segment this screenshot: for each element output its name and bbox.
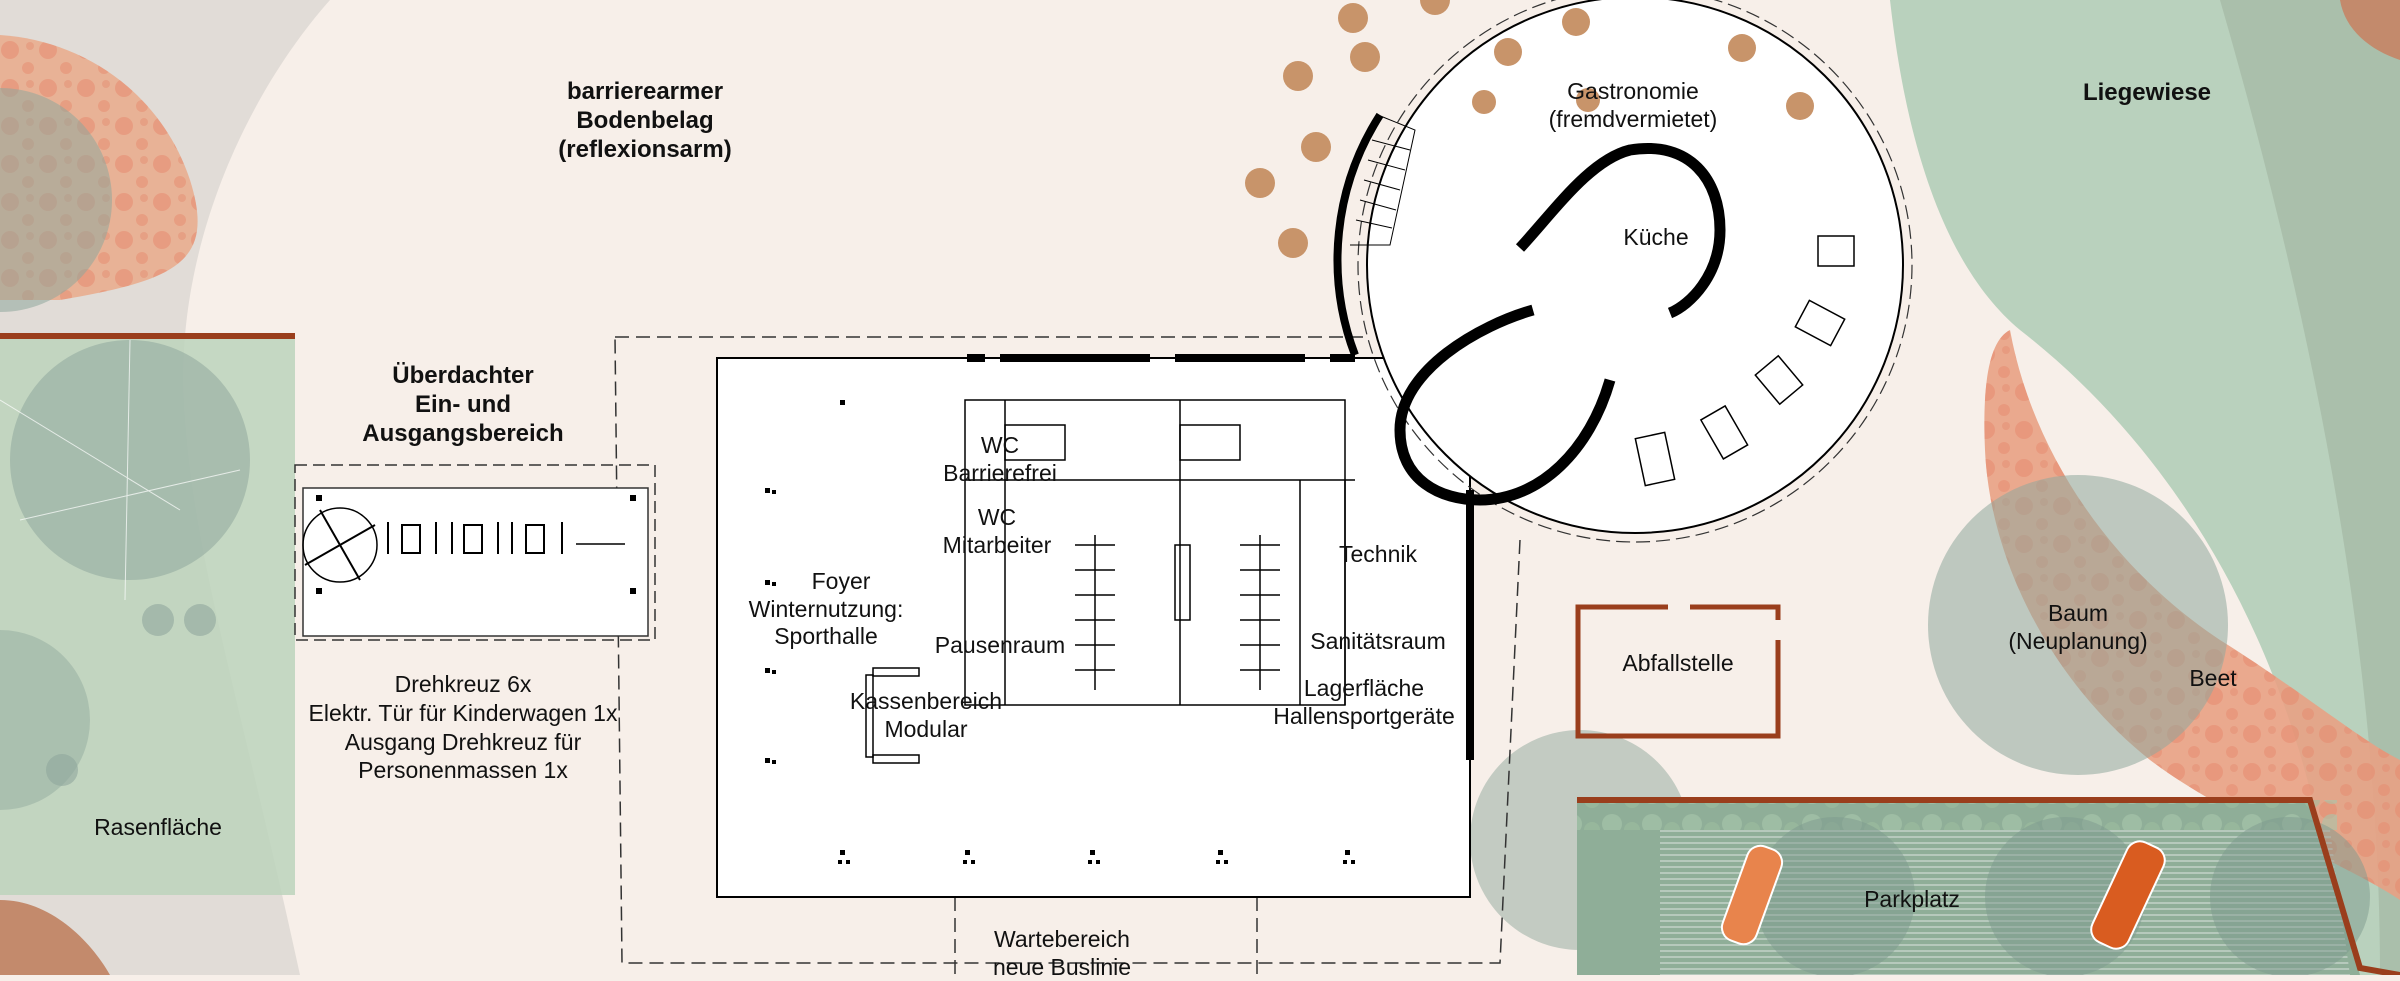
label-line: Lagerfläche [1303,675,1425,701]
label-line: Sporthalle [774,623,878,650]
label-line: Bodenbelag [576,106,714,134]
label-line: Gastronomie [1567,78,1699,104]
tree-small [46,754,78,786]
sunbathing-lawn [1890,0,2400,975]
label-line: Baum [2047,600,2109,626]
roof-outline [614,336,1521,964]
label-line: Barrierefrei [943,459,1057,486]
bed-label: Beet [2189,665,2237,691]
tree-canopy [1928,475,2228,775]
outdoor-tables [1245,0,1450,258]
label-line: Drehkreuz 6x [394,671,532,697]
entry-structure [294,464,656,641]
label-line: Wartebereich [994,926,1130,952]
sunbathing-lawn-label: Liegewiese [2082,79,2212,106]
kitchen-label: Küche [1623,224,1689,250]
label-line: WC [977,504,1017,530]
turnstile-row [387,522,625,554]
indoor-tables [1634,235,1855,487]
waste-area [1575,604,1781,739]
car-icon [2090,840,2166,950]
label-line: Elektr. Tür für Kinderwagen 1x [308,699,618,726]
label-line: (reflexionsarm) [558,135,732,163]
tree-small [184,604,216,636]
main-building [716,354,1474,898]
label-line: Mitarbeiter [942,531,1052,558]
label-line: neue Buslinie [992,953,1132,980]
waste-label: Abfallstelle [1622,650,1734,676]
label-line: Ausgang Drehkreuz für [344,728,582,755]
label-line: Kassenbereich [849,688,1003,714]
label-line: Personenmassen 1x [358,757,568,784]
parking-lot [1577,797,2400,978]
room-wc-staff: WC Mitarbeiter [943,504,1052,559]
room-foyer: Foyer Winternutzung: Sporthalle [749,568,904,651]
label-line: Ausgangsbereich [362,419,564,447]
revolving-door-icon [302,507,378,583]
tree-canopy [10,340,250,580]
car-icon [1720,844,1784,946]
kitchen-wall [1394,143,1726,506]
bed-corner [0,900,110,975]
entry-notes-label: Drehkreuz 6x Elektr. Tür für Kinderwagen… [309,670,618,785]
label-line: Modular [884,715,968,742]
label-line: barrierearmer [566,78,724,105]
cashier-counter [865,667,920,764]
label-line: Winternutzung: [748,595,904,622]
floor-covering-label: barrierearmer Bodenbelag (reflexionsarm) [558,78,731,164]
gastro-tables [1472,8,1814,120]
parking-label: Parkplatz [1864,886,1960,912]
waiting-area-label: Wartebereich neue Buslinie [993,926,1131,981]
tree-small [142,604,174,636]
stair-icon [1350,114,1416,246]
label-line: Überdachter [392,362,534,389]
columns [765,400,1355,864]
border-edge [0,333,295,339]
room-cashier: Kassenbereich Modular [850,688,1002,743]
room-break: Pausenraum [934,632,1066,658]
room-technical: Technik [1339,541,1417,567]
tree-label: Baum (Neuplanung) [2008,600,2147,655]
label-line: (Neuplanung) [2008,627,2148,654]
gastronomy-building [1333,0,1913,543]
label-line: Hallensportgeräte [1273,702,1455,729]
lawn-label: Rasenfläche [94,814,222,840]
label-line: WC [980,432,1020,458]
room-wc-accessible: WC Barrierefrei [943,432,1057,487]
label-line: Ein- und [415,390,511,418]
gastronomy-label: Gastronomie (fremdvermietet) [1549,78,1718,133]
entry-area-label: Überdachter Ein- und Ausgangsbereich [362,362,563,448]
left-landscape [0,0,330,975]
room-storage: Lagerfläche Hallensportgeräte [1273,675,1455,730]
label-line: (fremdvermietet) [1548,105,1718,132]
label-line: Foyer [811,568,871,594]
room-first-aid: Sanitätsraum [1310,628,1446,654]
